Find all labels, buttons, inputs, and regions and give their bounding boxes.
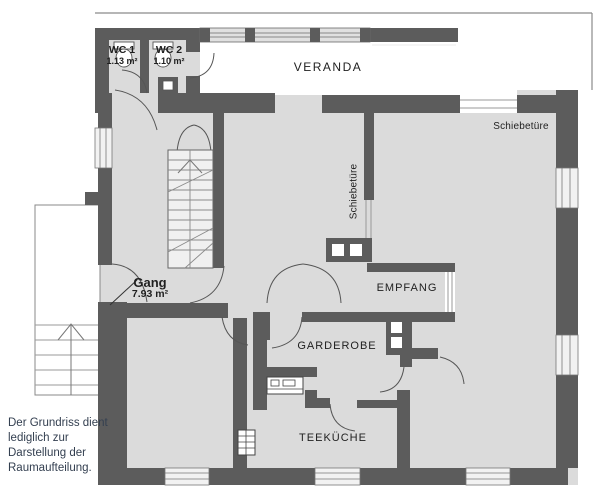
room-label-teekueche: TEEKÜCHE bbox=[299, 432, 367, 444]
gang-name: Gang bbox=[133, 275, 167, 290]
sink-icon-garderobe bbox=[266, 376, 304, 395]
room-label-empfang: EMPFANG bbox=[376, 282, 438, 294]
gang-area: 7.93 m² bbox=[131, 288, 169, 300]
room-label-wc2: WC 2 1.10 m² bbox=[146, 44, 192, 66]
wc1-area: 1.13 m² bbox=[106, 56, 138, 67]
room-label-garderobe: GARDEROBE bbox=[297, 340, 377, 352]
stairs-up-arrow bbox=[57, 323, 85, 395]
gang-leader-line bbox=[109, 279, 138, 306]
wc2-name: WC 2 bbox=[155, 44, 183, 56]
annotation-schiebetuere-mid: Schiebetüre bbox=[348, 163, 360, 220]
interior-stairs bbox=[167, 149, 214, 269]
room-label-veranda: VERANDA bbox=[293, 60, 363, 74]
toilet-icon-wc2 bbox=[152, 41, 174, 68]
stairs-direction-arrow bbox=[177, 159, 203, 174]
radiator-icon bbox=[237, 429, 256, 456]
toilet-icon-wc1 bbox=[113, 41, 135, 68]
exterior-stairs bbox=[34, 204, 101, 396]
windows bbox=[94, 27, 579, 486]
terrace-outline bbox=[95, 12, 593, 90]
sink-icon-wc2 bbox=[158, 77, 178, 93]
chimney-blocks bbox=[326, 238, 412, 355]
fixtures bbox=[113, 41, 304, 456]
room-label-wc1: WC 1 1.13 m² bbox=[100, 44, 144, 66]
wc2-area: 1.10 m² bbox=[153, 56, 185, 67]
annotation-schiebetuere-top: Schiebetüre bbox=[493, 121, 549, 132]
disclaimer-note: Der Grundriss dient lediglich zur Darste… bbox=[8, 417, 108, 474]
sliding-doors bbox=[365, 95, 517, 312]
door-arcs bbox=[111, 52, 465, 432]
room-label-gang: Gang 7.93 m² bbox=[120, 276, 180, 300]
wc1-name: WC 1 bbox=[108, 44, 136, 56]
